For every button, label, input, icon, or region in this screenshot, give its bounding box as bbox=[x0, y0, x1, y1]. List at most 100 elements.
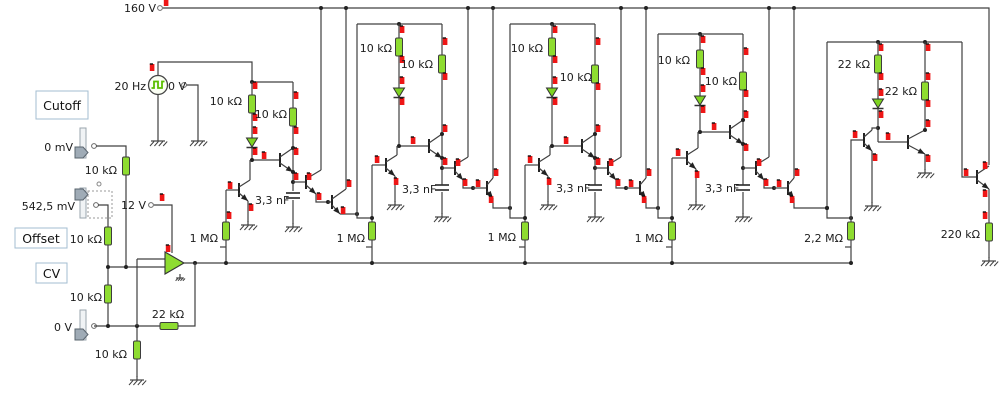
cutoff-box-rect[interactable] bbox=[35, 90, 89, 120]
wire[interactable] bbox=[98, 204, 109, 227]
transistor-collector[interactable] bbox=[538, 154, 551, 163]
transistor-collector[interactable] bbox=[907, 129, 926, 140]
resistor[interactable] bbox=[104, 226, 112, 246]
transistor-collector[interactable] bbox=[428, 133, 443, 144]
resistor[interactable] bbox=[696, 49, 704, 69]
transistor-collector[interactable] bbox=[729, 119, 744, 130]
cv-box-rect[interactable] bbox=[35, 262, 68, 284]
transistor-collector[interactable] bbox=[581, 133, 596, 144]
ground-hatch bbox=[248, 225, 254, 231]
transistor-collector[interactable] bbox=[787, 177, 795, 186]
label-output-resistor: 220 kΩ bbox=[941, 228, 980, 241]
current-marker bbox=[399, 56, 405, 63]
wire[interactable] bbox=[826, 42, 851, 219]
offset-label-box[interactable]: Offset bbox=[14, 227, 68, 249]
ground-hatch bbox=[863, 206, 869, 212]
wire[interactable] bbox=[178, 263, 196, 327]
ground-hatch bbox=[395, 205, 401, 211]
transistor-collector[interactable] bbox=[385, 154, 398, 163]
diode[interactable] bbox=[871, 98, 885, 109]
current-marker bbox=[399, 77, 405, 84]
resistor[interactable] bbox=[395, 37, 403, 57]
resistor[interactable] bbox=[847, 221, 855, 241]
ground-hatch bbox=[239, 225, 245, 231]
diode[interactable] bbox=[545, 87, 559, 98]
resistor[interactable] bbox=[438, 54, 446, 74]
slider-handle[interactable] bbox=[74, 188, 89, 201]
resistor[interactable] bbox=[521, 221, 529, 241]
resistor[interactable] bbox=[985, 222, 993, 242]
wire[interactable] bbox=[315, 194, 328, 203]
terminal[interactable] bbox=[93, 202, 99, 208]
ground-hatch bbox=[925, 173, 931, 179]
wire[interactable] bbox=[96, 145, 127, 157]
label-osc-ref: 0 V bbox=[168, 80, 186, 93]
current-marker bbox=[700, 85, 706, 92]
wire[interactable] bbox=[793, 198, 827, 209]
resistor[interactable] bbox=[222, 221, 230, 241]
resistor[interactable] bbox=[591, 64, 599, 84]
wire[interactable] bbox=[657, 34, 672, 219]
junction-dot bbox=[523, 261, 527, 265]
current-marker bbox=[163, 0, 169, 6]
slider-handle[interactable] bbox=[74, 146, 89, 159]
wire[interactable] bbox=[961, 42, 977, 178]
ground-hatch bbox=[182, 278, 186, 282]
current-marker bbox=[852, 131, 858, 138]
transistor-collector[interactable] bbox=[686, 147, 699, 156]
wire[interactable] bbox=[154, 204, 173, 253]
junction-dot bbox=[397, 144, 401, 148]
resistor[interactable] bbox=[122, 156, 130, 176]
resistor[interactable] bbox=[289, 107, 297, 127]
current-marker bbox=[743, 48, 749, 55]
terminal[interactable] bbox=[157, 5, 163, 11]
emitter-arrow bbox=[609, 172, 616, 180]
wire[interactable] bbox=[186, 84, 199, 137]
offset-box-rect[interactable] bbox=[14, 227, 68, 249]
junction-dot bbox=[825, 206, 829, 210]
current-marker bbox=[878, 73, 884, 80]
cutoff-label-box[interactable]: Cutoff bbox=[35, 90, 89, 120]
cv-label-box[interactable]: CV bbox=[35, 262, 68, 284]
resistor[interactable] bbox=[133, 340, 141, 360]
current-marker bbox=[527, 156, 533, 163]
diode[interactable] bbox=[693, 95, 707, 106]
wire[interactable] bbox=[509, 24, 525, 219]
slider-handle[interactable] bbox=[74, 328, 89, 341]
resistor[interactable] bbox=[739, 71, 747, 91]
current-marker bbox=[563, 137, 569, 144]
terminal[interactable] bbox=[91, 143, 97, 149]
ground-hatch bbox=[876, 206, 882, 212]
terminal[interactable] bbox=[181, 82, 187, 88]
opamp[interactable] bbox=[164, 251, 186, 275]
transistor-collector[interactable] bbox=[279, 147, 294, 158]
wire[interactable] bbox=[871, 127, 878, 130]
transistor-collector[interactable] bbox=[639, 177, 647, 186]
label-bias1: 1 MΩ bbox=[190, 232, 218, 245]
resistor[interactable] bbox=[104, 284, 112, 304]
wire[interactable] bbox=[163, 7, 990, 165]
resistor[interactable] bbox=[668, 221, 676, 241]
current-marker bbox=[925, 120, 931, 127]
terminal[interactable] bbox=[148, 202, 154, 208]
resistor[interactable] bbox=[159, 322, 179, 330]
resistor[interactable] bbox=[368, 221, 376, 241]
wire[interactable] bbox=[850, 139, 864, 218]
transistor-collector[interactable] bbox=[331, 188, 347, 200]
transistor-collector[interactable] bbox=[486, 177, 494, 186]
wire[interactable] bbox=[157, 61, 253, 82]
ground-hatch bbox=[386, 205, 392, 211]
slider-track[interactable] bbox=[79, 187, 87, 219]
transistor-collector[interactable] bbox=[238, 179, 251, 188]
wire[interactable] bbox=[645, 198, 658, 209]
ground-hatch bbox=[993, 261, 999, 267]
resistor[interactable] bbox=[874, 54, 882, 74]
resistor[interactable] bbox=[548, 37, 556, 57]
wire[interactable] bbox=[356, 24, 372, 219]
diode[interactable] bbox=[392, 87, 406, 98]
transistor-collector[interactable] bbox=[863, 129, 873, 138]
wire[interactable] bbox=[492, 198, 510, 209]
diode[interactable] bbox=[245, 137, 259, 148]
resistor[interactable] bbox=[921, 81, 929, 101]
